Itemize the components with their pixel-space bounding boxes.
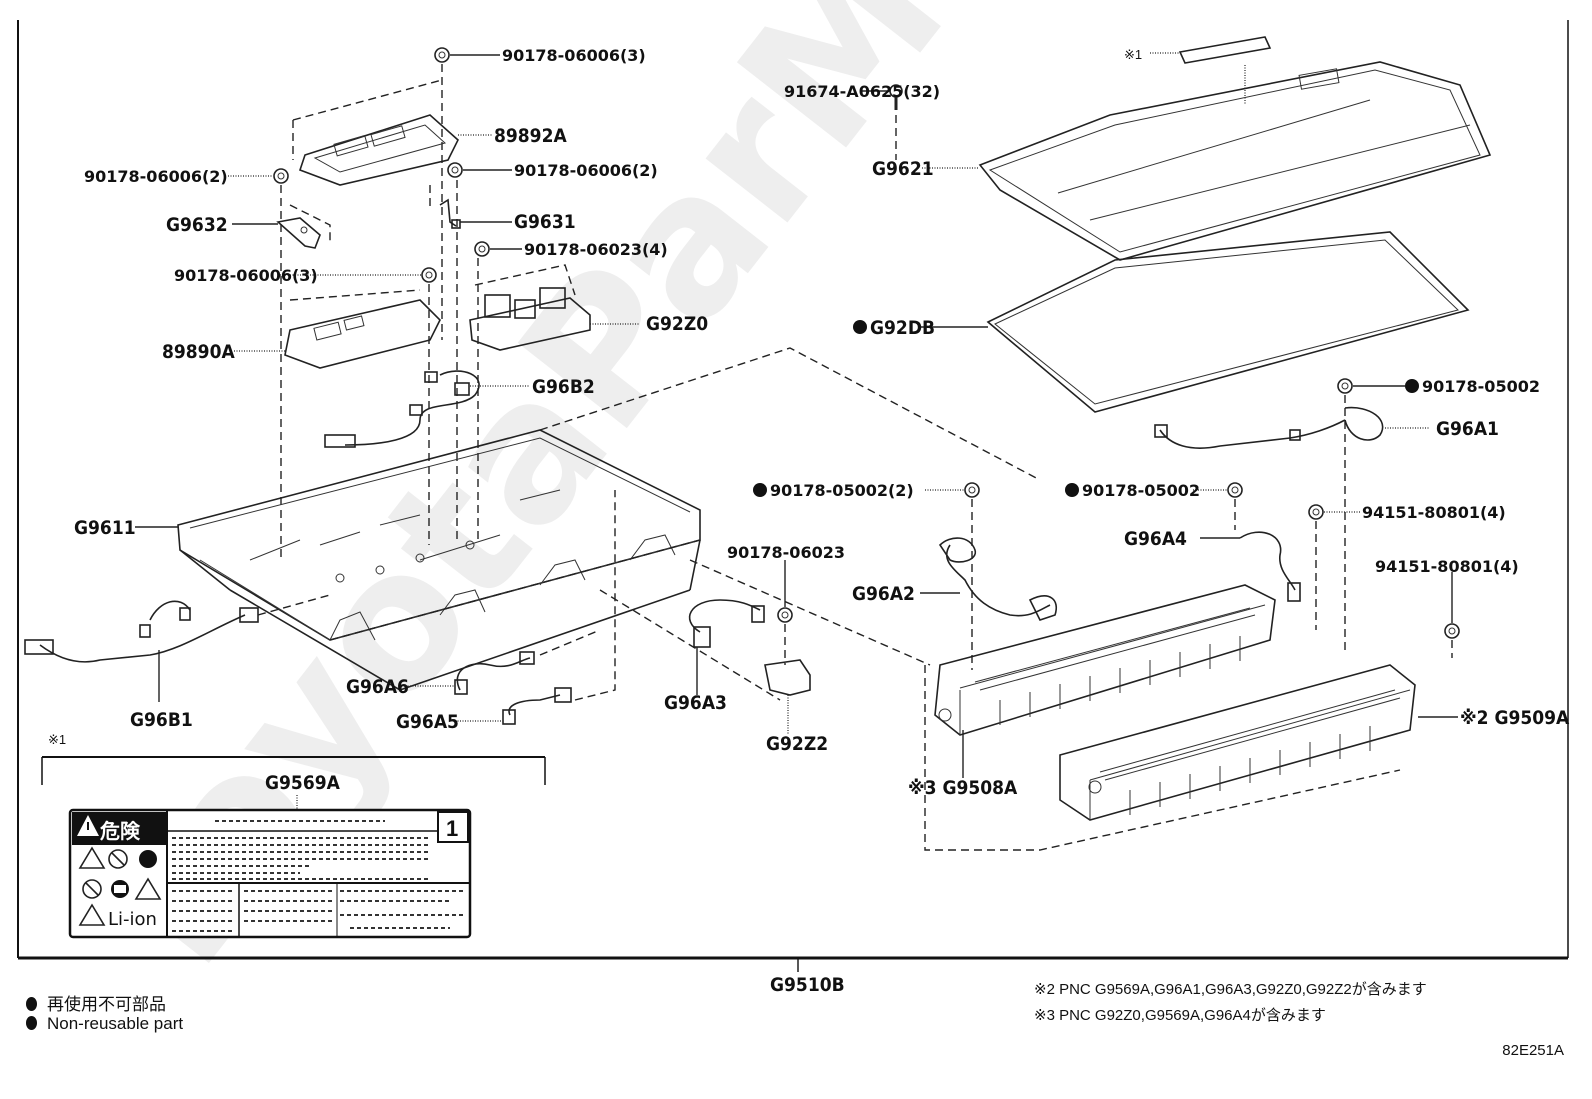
callout[interactable]: G9631	[514, 211, 576, 233]
protective-gear-icon	[139, 850, 157, 868]
callout[interactable]: 90178-06006(3)	[502, 46, 646, 65]
battery-type: Li-ion	[108, 909, 157, 930]
wire-harness-g96a5[interactable]	[502, 490, 616, 725]
image-code: 82E251A	[1502, 1042, 1564, 1059]
callout[interactable]: 90178-05002(2)	[770, 481, 914, 500]
label-note-mark: ※1	[48, 732, 66, 747]
fuse-block-g92z2[interactable]	[764, 659, 811, 696]
callout[interactable]: G96B2	[532, 376, 595, 398]
wire-harness-g96a4[interactable]	[1239, 531, 1301, 602]
callout[interactable]: G96A3	[664, 692, 727, 714]
wire-harness-g96b2[interactable]	[324, 370, 480, 448]
nut-icon[interactable]	[1227, 482, 1243, 498]
callout[interactable]: 91674-A0625(32)	[784, 82, 940, 101]
gasket-g92db[interactable]	[986, 231, 1470, 413]
battery-ecu-89892a[interactable]	[292, 79, 459, 186]
battery-module-g9508a[interactable]	[934, 584, 1276, 736]
nut-icon[interactable]	[1308, 504, 1324, 520]
non-reusable-dot	[26, 1016, 37, 1030]
warning-title: 危険	[100, 819, 141, 843]
wire-harness-g96a3[interactable]	[688, 599, 765, 648]
nut-icon[interactable]	[434, 47, 450, 63]
warning-icon	[77, 815, 99, 836]
nut-icon[interactable]	[421, 267, 437, 283]
wire-harness-g96a1[interactable]	[1154, 406, 1384, 449]
callout[interactable]: 90178-05002	[1082, 481, 1200, 500]
diagram-frame	[17, 20, 1569, 972]
warning-label-g9569a[interactable]	[68, 808, 472, 939]
non-reusable-dot	[1065, 483, 1079, 497]
callout[interactable]: 90178-06006(2)	[84, 167, 228, 186]
non-reusable-dot	[26, 997, 37, 1011]
callout[interactable]: 90178-06006(3)	[174, 266, 318, 285]
wire-harness-g96b1[interactable]	[24, 594, 331, 663]
callout[interactable]: G96A4	[1124, 528, 1187, 550]
callout[interactable]: G92Z0	[646, 313, 708, 335]
callout[interactable]: G9632	[166, 214, 228, 236]
callout[interactable]: ※3 G9508A	[908, 777, 1018, 799]
callout[interactable]: ※2 G9509A	[1460, 707, 1570, 729]
label-sticker[interactable]	[1178, 36, 1272, 64]
callout[interactable]: G96B1	[130, 709, 193, 731]
callout[interactable]: 89892A	[494, 125, 567, 147]
wire-harness-g96a2[interactable]	[938, 537, 1057, 621]
warning-label-bracket	[41, 756, 546, 810]
nut-icon[interactable]	[474, 241, 490, 257]
nut-icon[interactable]	[777, 607, 793, 623]
callout[interactable]: G96A6	[346, 676, 409, 698]
read-manual-icon	[111, 880, 129, 898]
no-disassemble-icon	[82, 879, 102, 899]
wire-harness-g96a6[interactable]	[454, 629, 601, 695]
footnote: ※2 PNC G9569A,G96A1,G96A3,G92Z0,G92Z2が含み…	[1034, 981, 1427, 998]
callout[interactable]: 94151-80801(4)	[1375, 557, 1519, 576]
non-reusable-dot	[853, 320, 867, 334]
callout[interactable]: 90178-06023(4)	[524, 240, 668, 259]
battery-module-g9509a[interactable]	[1059, 664, 1416, 821]
callout[interactable]: G96A2	[852, 583, 915, 605]
callout[interactable]: 90178-05002	[1422, 377, 1540, 396]
legend-item-en: Non-reusable part	[26, 1014, 183, 1034]
nut-icon[interactable]	[964, 482, 980, 498]
relay-block-g92z0[interactable]	[469, 264, 591, 351]
upper-cover-g9621[interactable]	[978, 61, 1492, 261]
callout[interactable]: 90178-06006(2)	[514, 161, 658, 180]
callout[interactable]: G92DB	[870, 317, 935, 339]
callout[interactable]: 90178-06023	[727, 543, 845, 562]
legend-text: 再使用不可部品	[47, 995, 166, 1014]
bracket-g9631[interactable]	[429, 185, 461, 229]
nut-icon[interactable]	[447, 162, 463, 178]
legend-item-jp: 再使用不可部品	[26, 990, 166, 1015]
no-fire-icon	[108, 849, 128, 869]
nut-icon[interactable]	[273, 168, 289, 184]
callout[interactable]: 89890A	[162, 341, 235, 363]
callout[interactable]: G9611	[74, 517, 136, 539]
assembly-code[interactable]: G9510B	[770, 974, 845, 996]
callout[interactable]: G96A5	[396, 711, 459, 733]
label-number: 1	[446, 816, 458, 841]
non-reusable-dot	[753, 483, 767, 497]
callout[interactable]: G9621	[872, 158, 934, 180]
corrosive-icon	[134, 877, 162, 900]
nut-icon[interactable]	[1337, 378, 1353, 394]
legend-text: Non-reusable part	[47, 1014, 184, 1033]
callout[interactable]: ※1	[1124, 47, 1142, 62]
battery-hazard-icon	[78, 903, 106, 926]
battery-ecu-89890a[interactable]	[284, 289, 441, 369]
callout[interactable]: 94151-80801(4)	[1362, 503, 1506, 522]
callout[interactable]: G92Z2	[766, 733, 828, 755]
nut-icon[interactable]	[1444, 623, 1460, 639]
high-voltage-icon	[78, 846, 106, 869]
callout[interactable]: G96A1	[1436, 418, 1499, 440]
callout-labels: 90178-06006(3) 89892A 90178-06006(2) 901…	[48, 46, 1570, 996]
non-reusable-dot	[1405, 379, 1419, 393]
callout[interactable]: G9569A	[265, 772, 341, 794]
footnote: ※3 PNC G92Z0,G9569A,G96A4が含みます	[1034, 1007, 1326, 1024]
bracket-g9632[interactable]	[276, 204, 331, 249]
